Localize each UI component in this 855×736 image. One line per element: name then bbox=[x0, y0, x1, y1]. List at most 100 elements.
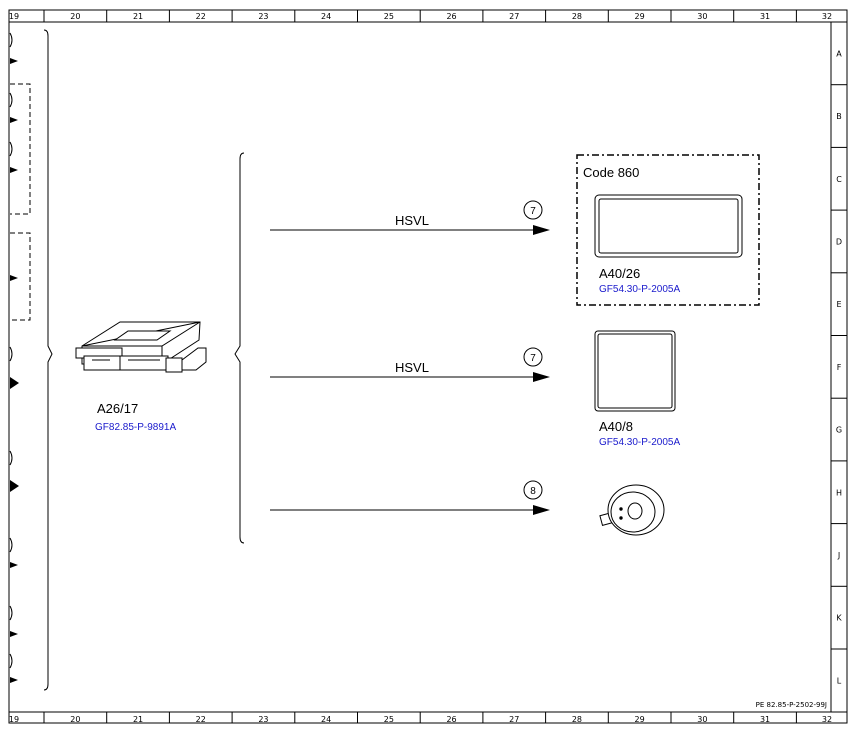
row-letter: F bbox=[837, 363, 842, 372]
reference-circle bbox=[523, 347, 543, 367]
column-number: 24 bbox=[321, 12, 331, 21]
column-number: 30 bbox=[697, 715, 707, 724]
partial-arc bbox=[9, 346, 13, 362]
reference-number: 7 bbox=[530, 206, 536, 217]
arrow-head bbox=[10, 562, 18, 568]
partial-arc bbox=[9, 605, 13, 621]
row-letter: J bbox=[837, 551, 840, 560]
partial-dashed-box bbox=[10, 232, 31, 321]
partial-arc bbox=[9, 141, 13, 157]
arrow-head bbox=[533, 225, 550, 235]
row-letter: C bbox=[836, 175, 842, 184]
partial-arc bbox=[9, 450, 13, 466]
column-number: 24 bbox=[321, 715, 331, 724]
left-brace bbox=[43, 29, 53, 691]
reference-number: 8 bbox=[530, 486, 536, 497]
row-letter: D bbox=[836, 237, 842, 246]
column-number: 19 bbox=[9, 12, 19, 21]
speaker-cone bbox=[627, 502, 643, 520]
left-partial-arrows bbox=[10, 58, 19, 683]
row-letter: H bbox=[836, 488, 842, 497]
arrow-head bbox=[10, 275, 18, 281]
row-letter: B bbox=[836, 112, 842, 121]
column-number: 19 bbox=[9, 715, 19, 724]
row-letter: G bbox=[836, 426, 842, 435]
partial-dashed-box bbox=[10, 83, 31, 215]
column-number: 23 bbox=[258, 715, 268, 724]
left-partial-symbols bbox=[9, 29, 53, 691]
column-number: 29 bbox=[635, 715, 645, 724]
control-unit-label-plate bbox=[113, 330, 172, 341]
partial-arc bbox=[9, 537, 13, 553]
column-number: 25 bbox=[384, 12, 394, 21]
column-number: 27 bbox=[509, 715, 519, 724]
column-number: 32 bbox=[822, 715, 832, 724]
document-id: PE 82.85-P-2502-99J bbox=[756, 701, 827, 709]
arrow-head bbox=[10, 167, 18, 173]
reference-circle bbox=[523, 480, 543, 500]
control-unit-id: A26/17 bbox=[97, 401, 138, 416]
control-unit-doc-link[interactable]: GF82.85-P-9891A bbox=[95, 422, 176, 433]
row-letter: A bbox=[836, 49, 842, 58]
column-number: 22 bbox=[196, 715, 206, 724]
arrow-head bbox=[10, 631, 18, 637]
display-a40-8-icon bbox=[594, 330, 676, 412]
target-doc-link-a40-26[interactable]: GF54.30-P-2005A bbox=[599, 284, 680, 295]
row-letter: K bbox=[836, 614, 842, 623]
display-screen bbox=[598, 198, 739, 254]
row-letter: L bbox=[837, 676, 842, 685]
signal-label: HSVL bbox=[395, 213, 429, 228]
display-a40-26-icon bbox=[594, 194, 743, 258]
row-letter: E bbox=[836, 300, 841, 309]
column-number: 22 bbox=[196, 12, 206, 21]
column-number: 31 bbox=[760, 12, 770, 21]
column-number: 23 bbox=[258, 12, 268, 21]
row-labels: A B C D E F G H J K L bbox=[836, 49, 842, 685]
connector-block bbox=[165, 357, 183, 373]
partial-arc bbox=[9, 92, 13, 108]
column-number: 30 bbox=[697, 12, 707, 21]
control-unit-icon bbox=[75, 321, 207, 373]
column-number: 26 bbox=[446, 715, 456, 724]
column-number: 28 bbox=[572, 715, 582, 724]
code-860-label: Code 860 bbox=[583, 165, 639, 180]
column-number: 32 bbox=[822, 12, 832, 21]
target-doc-link-a40-8[interactable]: GF54.30-P-2005A bbox=[599, 437, 680, 448]
column-labels: 1919202021212222232324242525262627272828… bbox=[9, 12, 832, 724]
speaker-dot bbox=[619, 507, 623, 511]
arrow-head bbox=[10, 677, 18, 683]
arrow-head bbox=[10, 117, 18, 123]
connector-block bbox=[181, 347, 207, 371]
speaker-icon bbox=[599, 484, 665, 536]
arrow-head bbox=[10, 58, 18, 64]
column-number: 26 bbox=[446, 12, 456, 21]
column-number: 29 bbox=[635, 12, 645, 21]
reference-circle bbox=[523, 200, 543, 220]
speaker-dot bbox=[619, 516, 623, 520]
column-number: 25 bbox=[384, 715, 394, 724]
row-ticks bbox=[831, 84, 847, 650]
column-number: 21 bbox=[133, 12, 143, 21]
column-number: 20 bbox=[70, 12, 80, 21]
column-number: 28 bbox=[572, 12, 582, 21]
arrow-head bbox=[10, 377, 19, 389]
arrow-head bbox=[533, 505, 550, 515]
column-number: 31 bbox=[760, 715, 770, 724]
arrow-head bbox=[533, 372, 550, 382]
center-brace bbox=[234, 152, 245, 544]
column-ticks bbox=[43, 10, 797, 723]
column-number: 21 bbox=[133, 715, 143, 724]
arrow-head bbox=[10, 480, 19, 492]
display-screen bbox=[597, 333, 673, 409]
diagram-frame bbox=[8, 9, 848, 724]
connector-block bbox=[119, 355, 169, 371]
partial-arc bbox=[9, 32, 13, 48]
connector-block bbox=[83, 355, 121, 371]
reference-number: 7 bbox=[530, 353, 536, 364]
column-number: 27 bbox=[509, 12, 519, 21]
target-id-a40-26: A40/26 bbox=[599, 266, 640, 281]
code-860-box bbox=[576, 154, 760, 306]
partial-arc bbox=[9, 653, 13, 669]
signal-label: HSVL bbox=[395, 360, 429, 375]
